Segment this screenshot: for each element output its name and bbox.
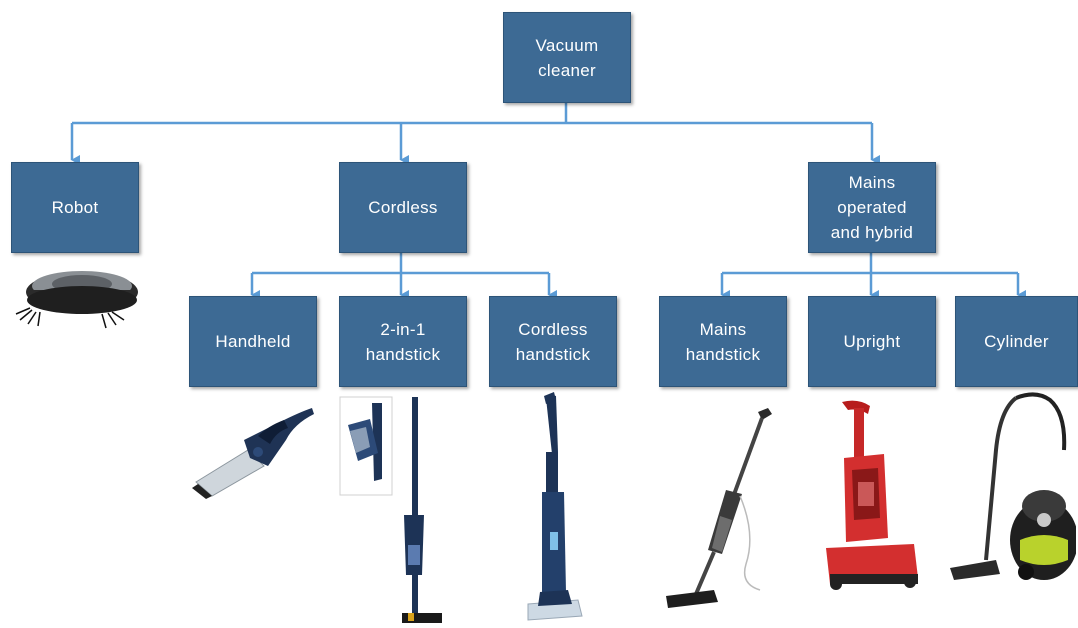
node-handheld-label: Handheld — [215, 332, 291, 351]
node-upright: Upright — [808, 296, 936, 387]
node-vacuum-cleaner: Vacuum cleaner — [503, 12, 631, 103]
node-vacuum-cleaner-label: Vacuum cleaner — [535, 35, 599, 80]
node-mains-operated-hybrid-label: Mains operated and hybrid — [830, 173, 914, 242]
cylinder-vacuum-image — [950, 392, 1076, 580]
mains-handstick-image — [666, 408, 772, 608]
node-mains-handstick: Mains handstick — [659, 296, 787, 387]
node-robot-label: Robot — [51, 198, 99, 217]
node-two-in-one-handstick: 2-in-1 handstick — [339, 296, 467, 387]
node-handheld: Handheld — [189, 296, 317, 387]
node-cylinder: Cylinder — [955, 296, 1078, 387]
node-mains-handstick-label: Mains handstick — [685, 319, 761, 364]
two-in-one-handstick-image — [339, 396, 442, 623]
node-cordless-label: Cordless — [368, 198, 438, 217]
node-mains-operated-hybrid: Mains operated and hybrid — [808, 162, 936, 253]
node-upright-label: Upright — [843, 332, 901, 351]
cordless-handstick-image — [527, 392, 583, 621]
node-robot: Robot — [11, 162, 139, 253]
upright-vacuum-image — [826, 400, 918, 590]
robot-vacuum-image — [15, 271, 138, 329]
node-cordless: Cordless — [339, 162, 467, 253]
node-cylinder-label: Cylinder — [984, 332, 1049, 351]
node-two-in-one-handstick-label: 2-in-1 handstick — [365, 319, 441, 364]
node-cordless-handstick: Cordless handstick — [489, 296, 617, 387]
node-cordless-handstick-label: Cordless handstick — [515, 319, 591, 364]
handheld-vacuum-image — [192, 408, 314, 499]
